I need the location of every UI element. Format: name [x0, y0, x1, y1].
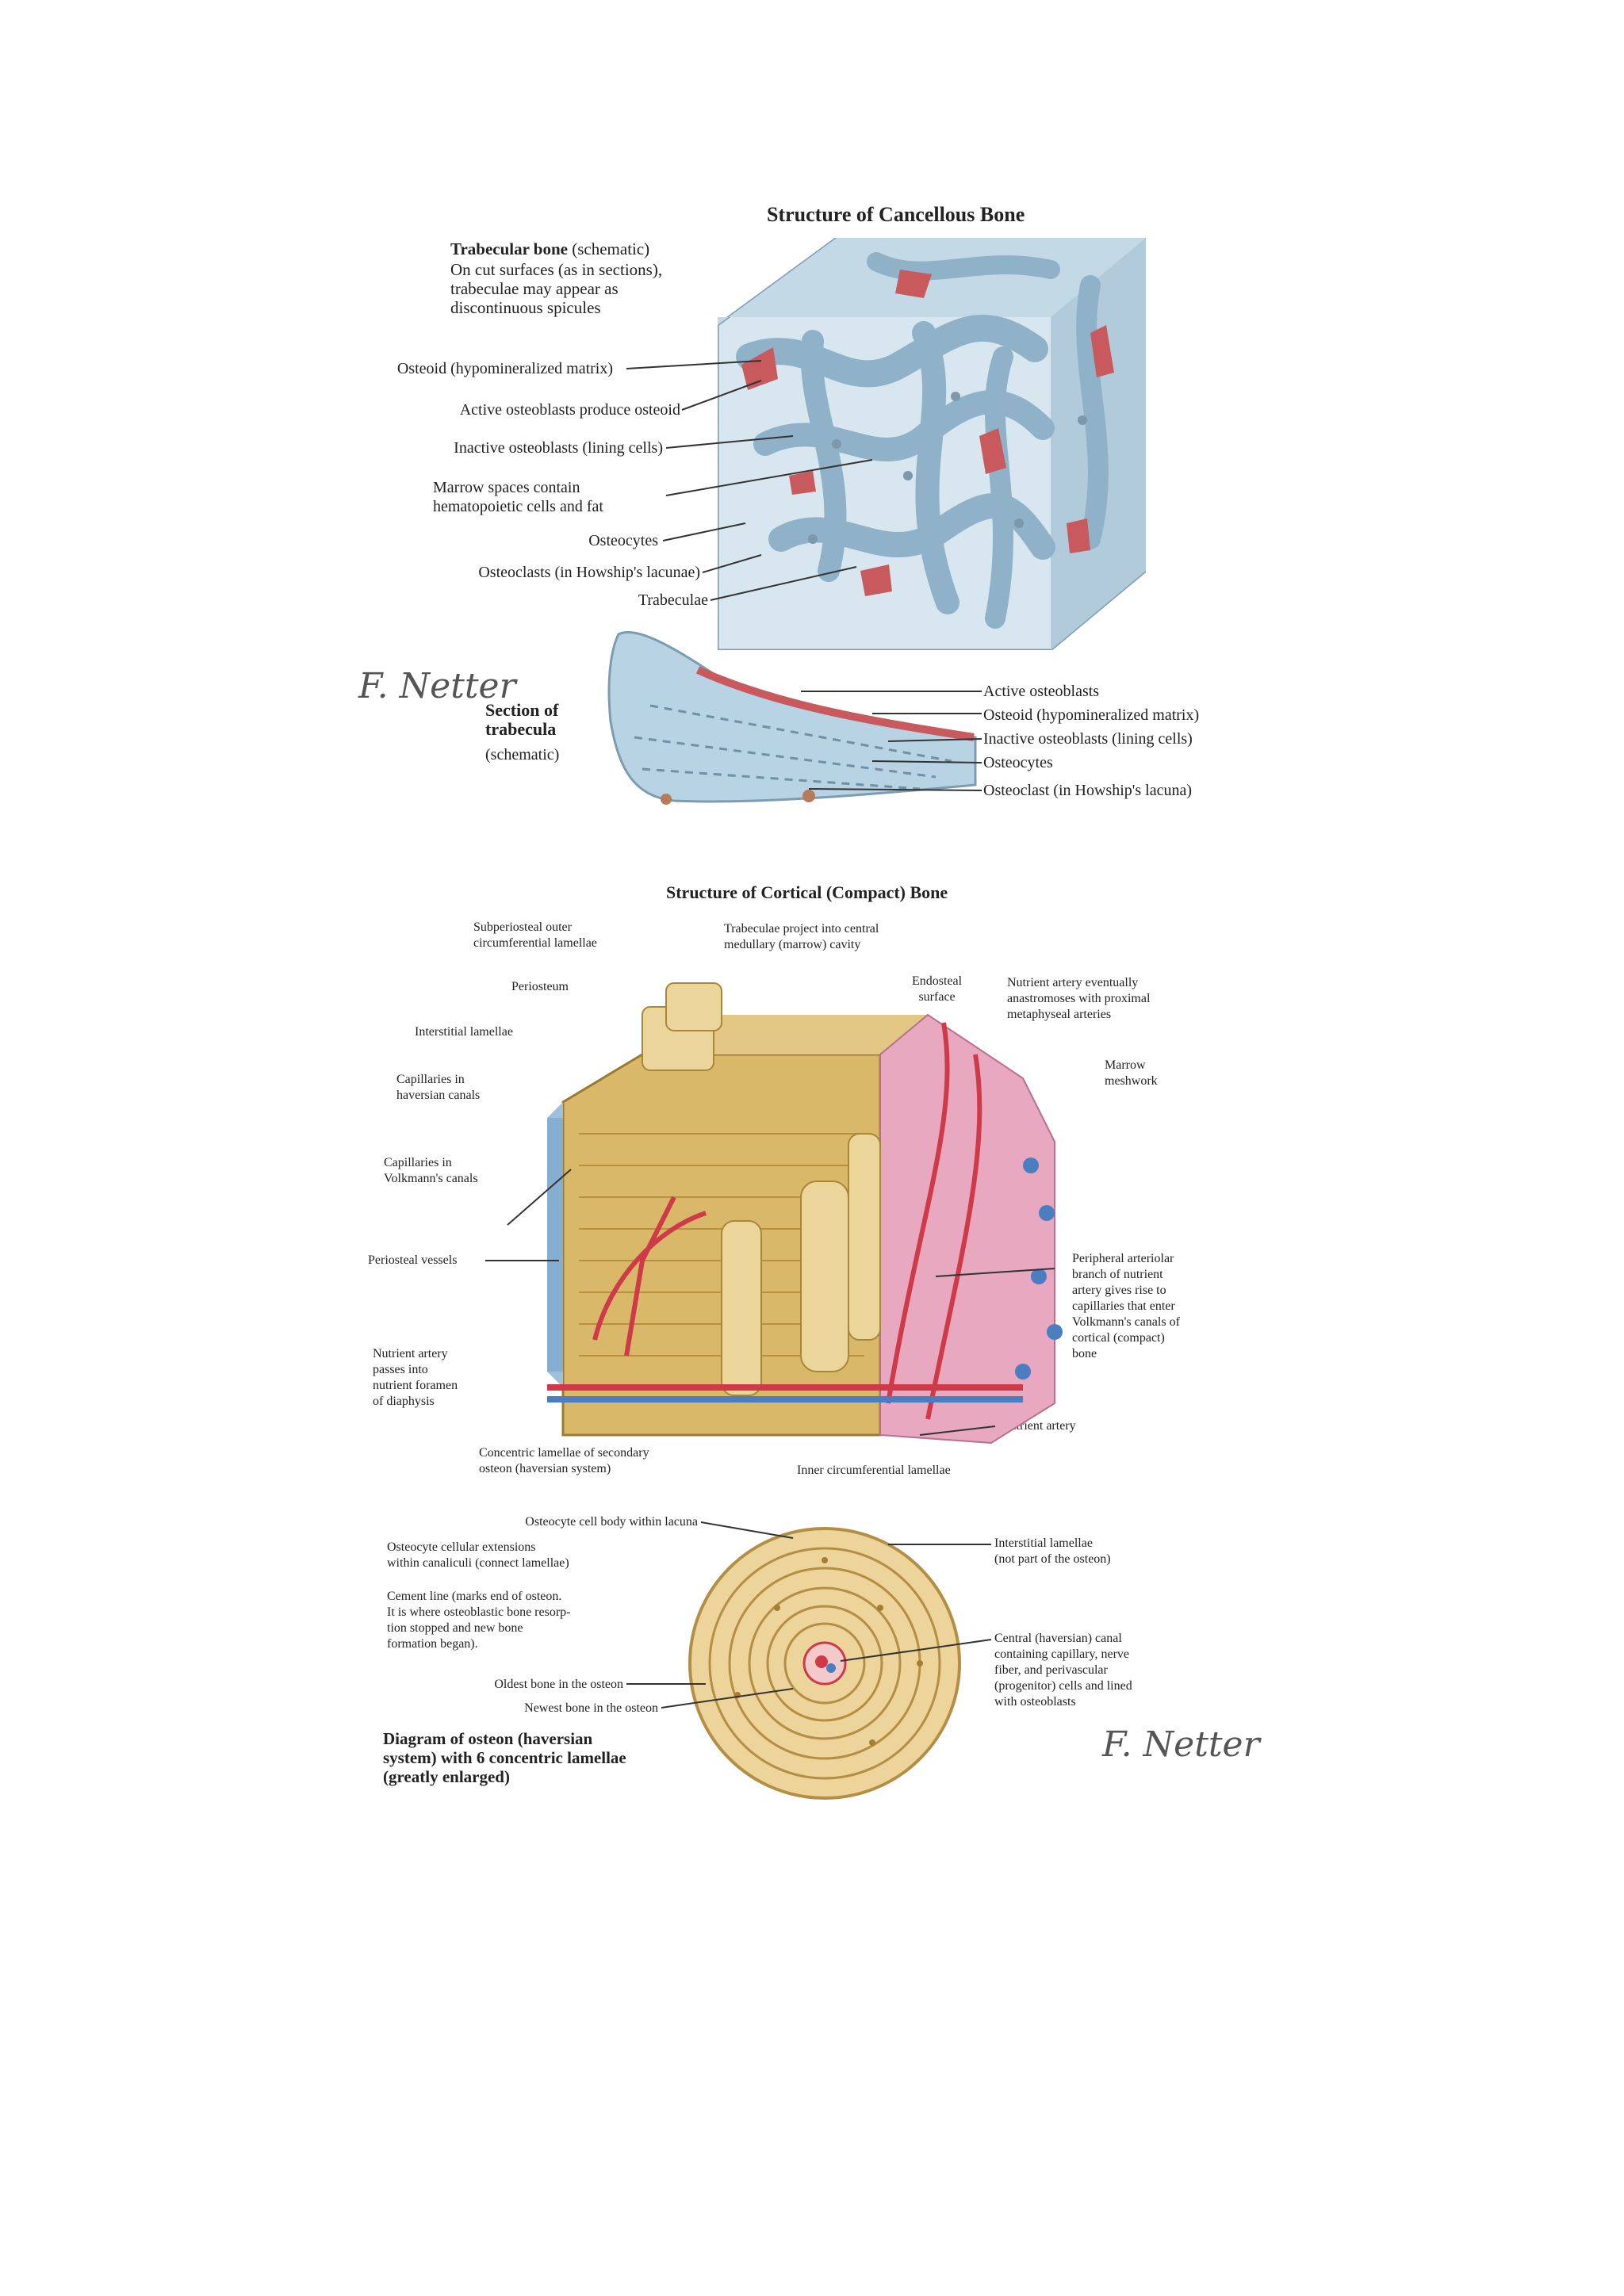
section-label-inactive-osteoblasts: Inactive osteoblasts (lining cells)	[983, 730, 1193, 748]
label-osteocyte-cell-body: Osteocyte cell body within lacuna	[525, 1515, 698, 1529]
section-label-active-osteoblasts: Active osteoblasts	[983, 683, 1100, 700]
label-cement-line: Cement line (marks end of osteon. It is …	[387, 1590, 571, 1651]
label-subperiosteal: Subperiosteal outer circumferential lame…	[473, 920, 597, 950]
section-label-osteoid: Osteoid (hypomineralized matrix)	[983, 706, 1200, 724]
label-concentric-lamellae: Concentric lamellae of secondary osteon …	[479, 1446, 649, 1475]
label-marrow-spaces: Marrow spaces contain hematopoietic cell…	[433, 479, 603, 515]
osteon-illustration	[688, 1527, 961, 1800]
label-inactive-osteoblasts: Inactive osteoblasts (lining cells)	[454, 439, 663, 457]
trabecula-section-illustration	[607, 630, 977, 805]
label-marrow-meshwork: Marrow meshwork	[1105, 1058, 1158, 1088]
netter-signature-top: F. Netter	[358, 666, 516, 706]
label-trabeculae: Trabeculae	[638, 591, 708, 609]
label-newest-bone: Newest bone in the osteon	[524, 1701, 658, 1715]
label-osteoclasts: Osteoclasts (in Howship's lacunae)	[478, 564, 700, 581]
cortical-bone-block-illustration	[547, 982, 1063, 1445]
section-label-osteocytes: Osteocytes	[983, 754, 1053, 771]
label-endosteal: Endosteal surface	[912, 974, 963, 1004]
trabecular-bone-heading: Trabecular bone (schematic)	[450, 239, 649, 258]
label-central-canal: Central (haversian) canal containing cap…	[994, 1632, 1132, 1709]
trabecular-bone-cube-illustration	[718, 238, 1146, 650]
label-periosteal-vessels: Periosteal vessels	[368, 1253, 458, 1267]
label-nutrient-foramen: Nutrient artery passes into nutrient for…	[373, 1347, 458, 1408]
section-label-osteoclast: Osteoclast (in Howship's lacuna)	[983, 782, 1192, 799]
section-heading-note: (schematic)	[485, 746, 560, 763]
label-interstitial-lamellae: Interstitial lamellae	[415, 1025, 513, 1039]
label-osteon-interstitial: Interstitial lamellae (not part of the o…	[994, 1536, 1111, 1566]
osteon-caption: Diagram of osteon (haversian system) wit…	[383, 1729, 626, 1786]
label-cap-haversian: Capillaries in haversian canals	[396, 1073, 481, 1102]
label-osteoid: Osteoid (hypomineralized matrix)	[396, 360, 613, 377]
label-cap-volkmann: Capillaries in Volkmann's canals	[384, 1156, 478, 1185]
label-inner-circumferential: Inner circumferential lamellae	[797, 1464, 951, 1477]
label-periosteum: Periosteum	[511, 980, 569, 993]
cancellous-title: Structure of Cancellous Bone	[767, 203, 1025, 226]
label-oldest-bone: Oldest bone in the osteon	[494, 1678, 623, 1691]
section-heading: Section of trabecula	[485, 700, 559, 739]
label-trabeculae-project: Trabeculae project into central medullar…	[724, 922, 879, 951]
trabecular-heading-bold: Trabecular bone	[450, 239, 568, 258]
trabecular-bone-description: On cut surfaces (as in sections), trabec…	[450, 260, 663, 317]
label-nutrient-anastomoses: Nutrient artery eventually anastromoses …	[1007, 976, 1151, 1021]
label-active-osteoblasts: Active osteoblasts produce osteoid	[459, 401, 680, 419]
netter-signature-bottom: F. Netter	[1102, 1724, 1260, 1765]
label-osteocytes: Osteocytes	[588, 532, 658, 549]
trabecular-heading-note: (schematic)	[567, 239, 650, 258]
label-peripheral-arteriolar: Peripheral arteriolar branch of nutrient…	[1072, 1252, 1180, 1360]
cortical-title: Structure of Cortical (Compact) Bone	[666, 882, 948, 902]
label-cellular-extensions: Osteocyte cellular extensions within can…	[387, 1540, 569, 1570]
